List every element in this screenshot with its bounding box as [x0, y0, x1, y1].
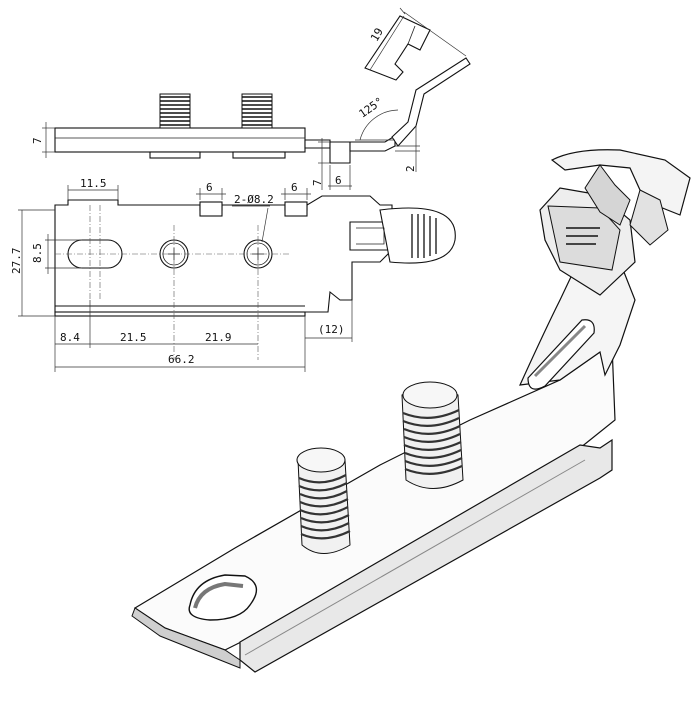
iso-stud-left: [296, 447, 351, 554]
top-view: 11.5 6 2-Ø8.2 6 8.5 27.7 8.4 21.5 21.9: [10, 177, 456, 372]
iso-view: [131, 149, 691, 673]
overall-height-label: 27.7: [10, 248, 23, 275]
notch-right-label: 6: [291, 181, 298, 194]
top-view-plate: [54, 195, 393, 313]
holes-label: 2-Ø8.2: [234, 193, 274, 206]
iso-base-plate: [133, 343, 616, 651]
notch-left-label: 6: [206, 181, 213, 194]
slot-height-label: 8.5: [31, 243, 44, 263]
ref-offset-label: (12): [318, 323, 345, 336]
hole-spacing-1-label: 21.5: [120, 331, 147, 344]
side-view-tab: [329, 141, 351, 164]
side-view: 125° 19 7 7 6 2: [31, 7, 471, 190]
slot-hole: [67, 239, 123, 269]
notch-right: [284, 201, 308, 217]
side-view-pad-right: [232, 151, 286, 159]
side-view-bent-arm: [391, 57, 471, 147]
plate-height-label: 7: [31, 137, 44, 144]
angle-label: 125°: [356, 95, 385, 121]
iso-stud-right: [401, 381, 464, 489]
offset-label: 2: [404, 165, 417, 172]
arm-length-label: 19: [368, 26, 386, 44]
iso-arm-slot: [527, 319, 595, 390]
notch-left: [199, 201, 223, 217]
hole-spacing-2-label: 21.9: [205, 331, 232, 344]
tab-height-label: 7: [311, 179, 324, 186]
tab-width-label: 6: [335, 174, 342, 187]
side-view-plate: [54, 127, 306, 153]
side-view-stud-left: [159, 93, 191, 129]
side-view-stud-right: [241, 93, 273, 129]
edge-offset-label: 8.4: [60, 331, 80, 344]
side-view-hook: [364, 15, 431, 81]
slot-width-label: 11.5: [80, 177, 107, 190]
overall-length-label: 66.2: [168, 353, 195, 366]
side-view-pad-left: [149, 151, 201, 159]
iso-arm: [519, 261, 636, 386]
connector-head: [349, 207, 456, 264]
